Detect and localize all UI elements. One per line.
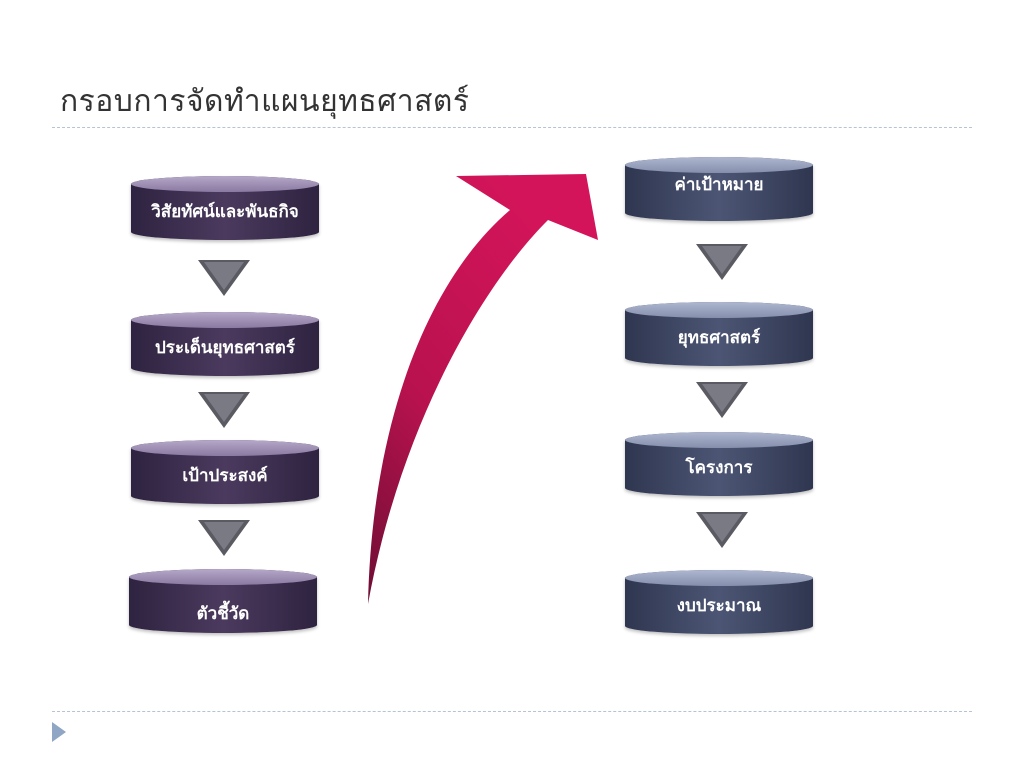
page-title: กรอบการจัดทำแผนยุทธศาสตร์	[60, 84, 470, 119]
triangle-down-icon	[198, 260, 250, 296]
cylinder-label: ยุทธศาสตร์	[677, 327, 761, 348]
triangle-down-icon	[198, 392, 250, 428]
bottom-divider	[52, 711, 972, 712]
cylinder-label: วิสัยทัศน์และพันธกิจ	[151, 201, 299, 222]
cylinder-label: งบประมาณ	[676, 595, 762, 616]
cylinder-label: ตัวชี้วัด	[196, 603, 250, 624]
cylinder-indicators: ตัวชี้วัด	[129, 569, 317, 633]
cylinder-objectives: เป้าประสงค์	[131, 440, 319, 504]
cylinder-projects: โครงการ	[625, 432, 813, 496]
triangle-down-icon	[198, 520, 250, 556]
cylinder-label: ประเด็นยุทธศาสตร์	[155, 337, 295, 358]
top-divider	[52, 127, 972, 128]
triangle-down-icon	[696, 382, 748, 418]
cylinder-vision-mission: วิสัยทัศน์และพันธกิจ	[131, 176, 319, 240]
play-triangle-icon	[52, 722, 66, 742]
cylinder-label: โครงการ	[685, 457, 753, 478]
curved-arrow-icon	[368, 174, 598, 604]
cylinder-label: ค่าเป้าหมาย	[674, 174, 764, 195]
triangle-down-icon	[696, 244, 748, 280]
cylinder-target-value: ค่าเป้าหมาย	[625, 157, 813, 221]
cylinder-strategy: ยุทธศาสตร์	[625, 302, 813, 366]
cylinder-label: เป้าประสงค์	[182, 465, 268, 486]
cylinder-budget: งบประมาณ	[625, 570, 813, 634]
cylinder-strategic-issues: ประเด็นยุทธศาสตร์	[131, 312, 319, 376]
triangle-down-icon	[696, 512, 748, 548]
